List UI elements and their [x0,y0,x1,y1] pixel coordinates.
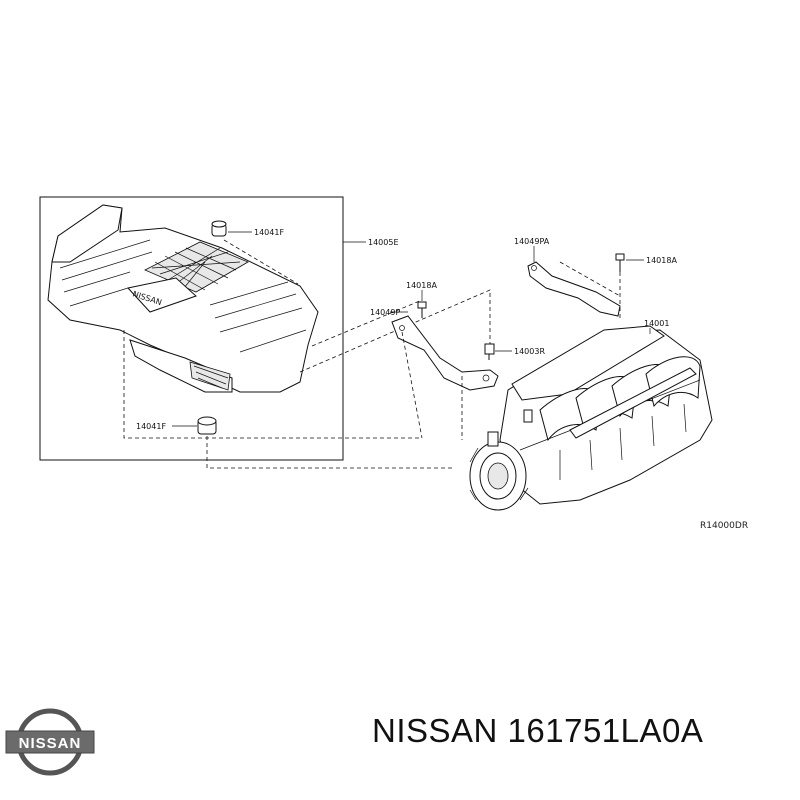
label-14003R: 14003R [514,347,545,356]
part-caption: NISSAN 161751LA0A [372,712,704,749]
nissan-logo: NISSAN [5,708,95,776]
label-14018A-left: 14018A [406,281,437,290]
label-14005E: 14005E [368,238,399,247]
label-14018A-right: 14018A [646,256,677,265]
label-14049PA: 14049PA [514,237,550,246]
logo-text: NISSAN [19,735,82,752]
bolt-14018A-left [417,301,427,318]
bracket-14049P [391,315,499,391]
intake-manifold [469,325,713,511]
bracket-14049PA [527,261,621,317]
grommet-bottom [197,416,217,435]
grommet-top [211,220,227,237]
stud-14003R [484,343,495,360]
label-14041F-top: 14041F [254,228,284,237]
bolt-14018A-right [615,253,625,272]
engine-cover: NISSAN [47,204,319,393]
cover-group-frame [39,196,344,461]
label-14041F-bottom: 14041F [136,422,166,431]
label-14001: 14001 [644,319,669,328]
label-14049P: 14049P [370,308,400,317]
diagram-code: R14000DR [700,521,748,531]
